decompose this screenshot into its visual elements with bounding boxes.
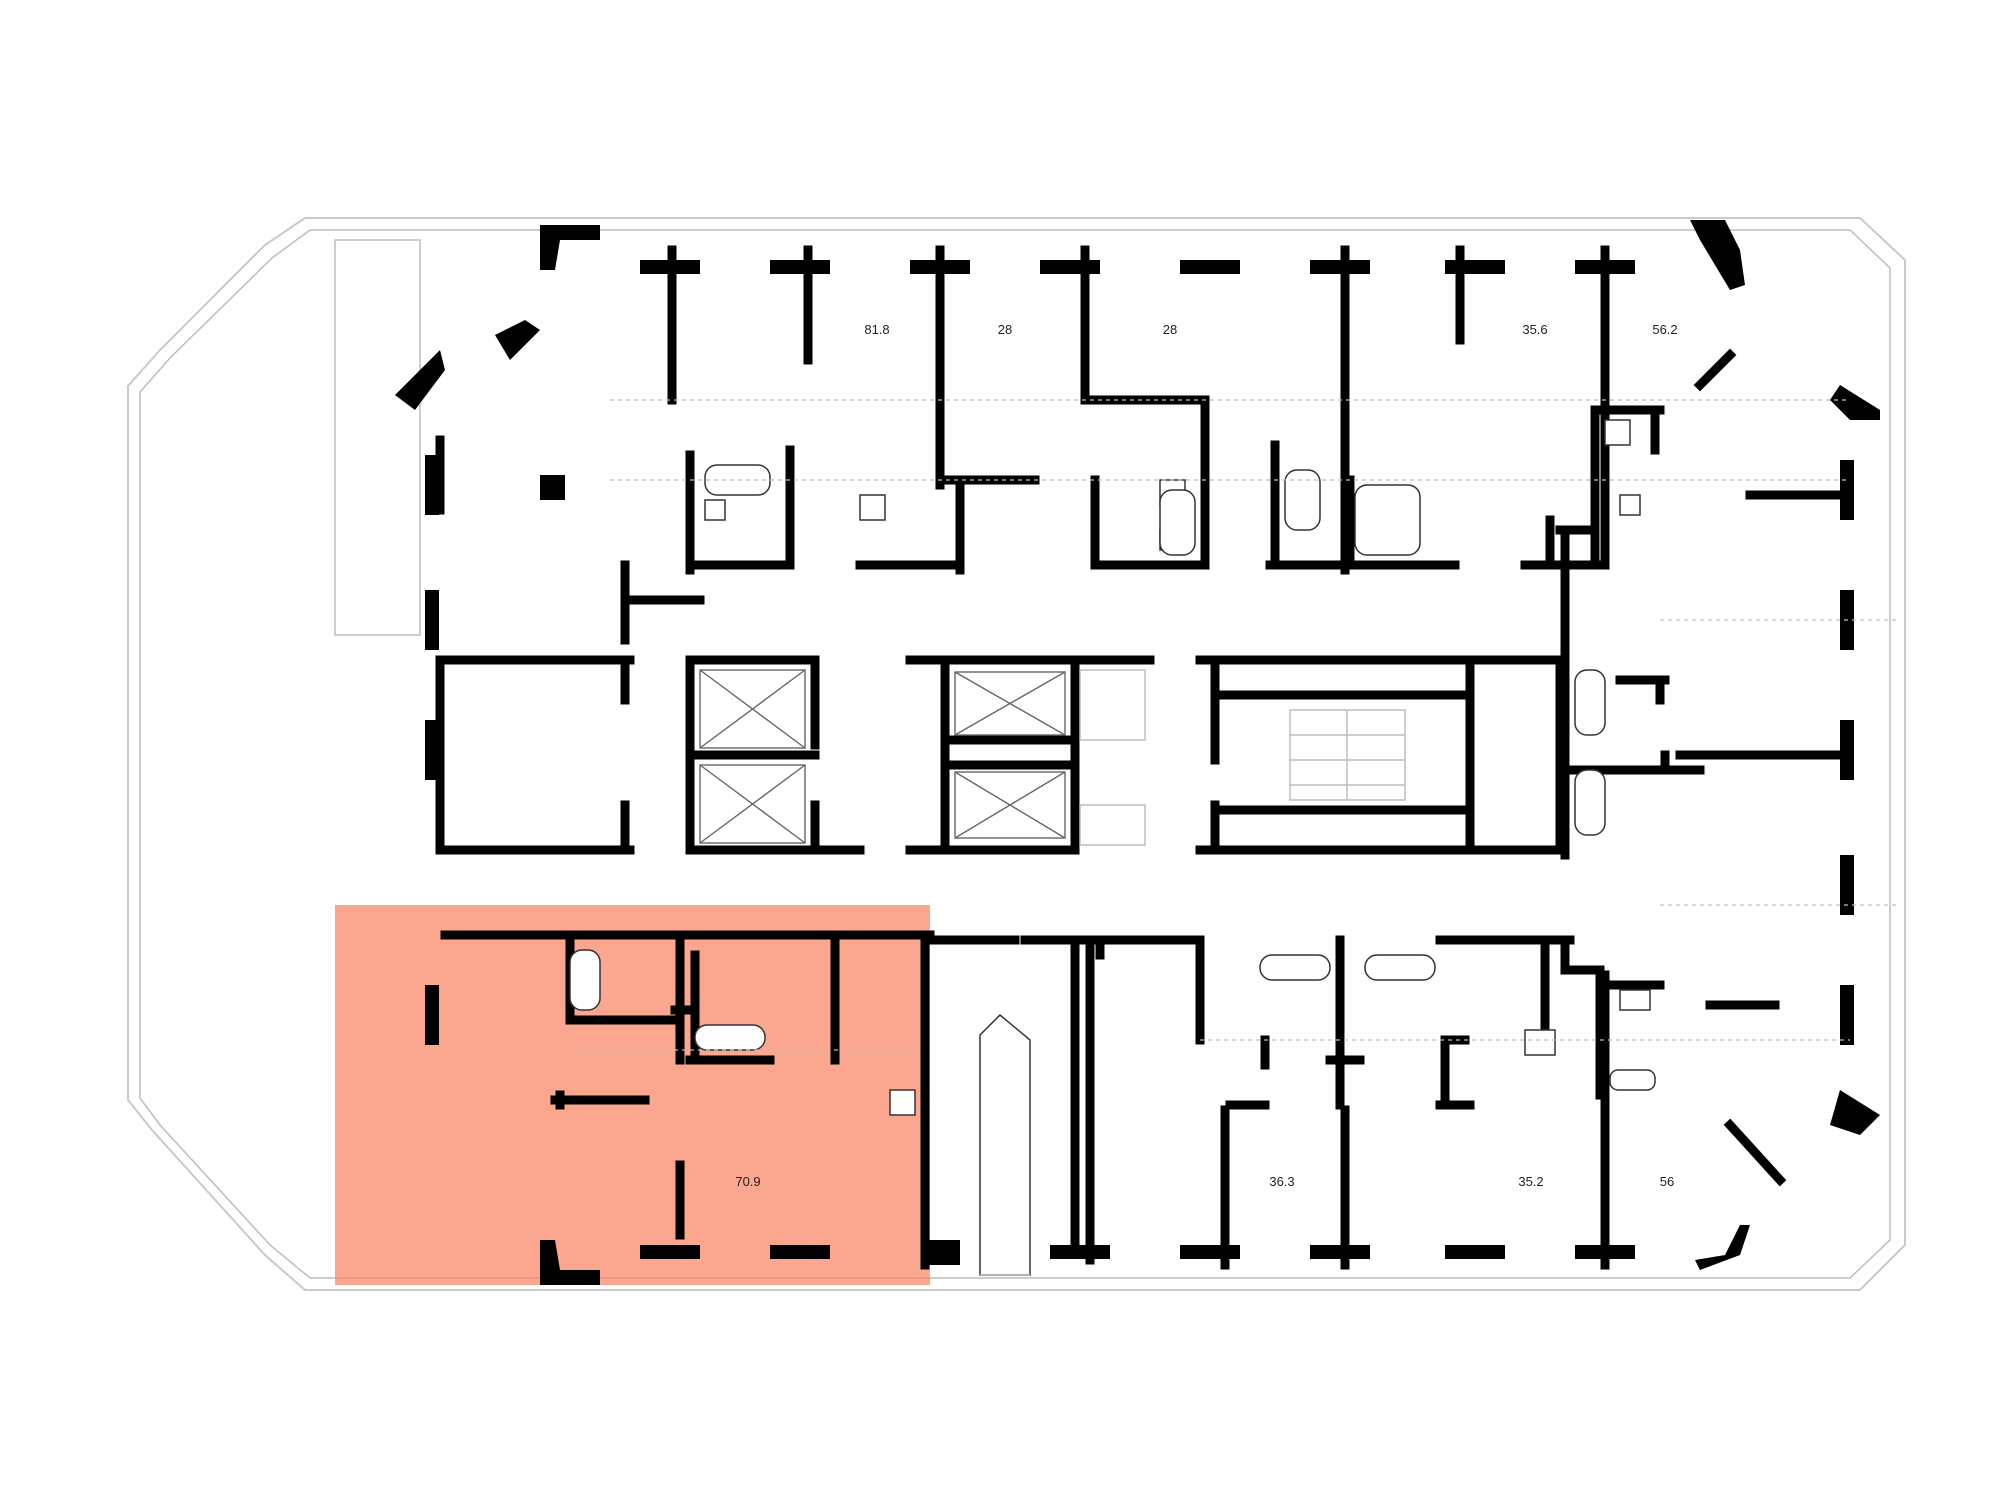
facade-pier: [1050, 1245, 1110, 1259]
facade-pier: [1445, 1245, 1505, 1259]
facade-pier: [1575, 260, 1635, 274]
terrace-outline: [334, 239, 421, 636]
facade-pier: [1840, 985, 1854, 1045]
facade-pier: [640, 260, 700, 274]
building-outline: [127, 217, 1906, 1291]
facade-pier: [1840, 855, 1854, 915]
facade-pier: [425, 985, 439, 1045]
facade-pier: [1575, 1245, 1635, 1259]
unit-area-56-2[interactable]: 56.2: [1652, 322, 1677, 337]
area-labels: 81.8 28 28 35.6 56.2 70.9 36.3 35.2 56: [735, 322, 1677, 1189]
facade-pier: [770, 1245, 830, 1259]
unit-area-81-8[interactable]: 81.8: [864, 322, 889, 337]
bathroom-fixtures: [569, 419, 1656, 1116]
corner-pier: [1830, 1090, 1880, 1135]
facade-pier: [425, 590, 439, 650]
top-row-walls: [435, 245, 1845, 860]
unit-area-35-2[interactable]: 35.2: [1518, 1174, 1543, 1189]
corner-pier: [1690, 220, 1745, 290]
facade-pier: [1840, 720, 1854, 780]
facade-pier: [425, 455, 439, 515]
facade-pier: [1180, 260, 1240, 274]
facade-pier: [1840, 460, 1854, 520]
corner-pier: [1830, 385, 1880, 420]
facade-pier: [1445, 260, 1505, 274]
unit-area-70-9[interactable]: 70.9: [735, 1174, 760, 1189]
corner-pier: [395, 350, 445, 410]
corner-pier: [1695, 1225, 1750, 1270]
unit-area-36-3[interactable]: 36.3: [1269, 1174, 1294, 1189]
corner-pier: [495, 320, 540, 360]
unit-area-35-6[interactable]: 35.6: [1522, 322, 1547, 337]
dashed-lines: [570, 399, 1900, 1051]
highlighted-unit-overlay[interactable]: [335, 905, 930, 1285]
facade-pier: [910, 260, 970, 274]
unit-area-28-b[interactable]: 28: [1163, 322, 1177, 337]
facade-pier: [770, 260, 830, 274]
facade-pier: [1180, 1245, 1240, 1259]
facade-piers: [395, 220, 1880, 1285]
facade-pier: [1310, 1245, 1370, 1259]
facade-pier: [1310, 260, 1370, 274]
unit-area-56[interactable]: 56: [1660, 1174, 1674, 1189]
corner-pier: [540, 225, 600, 270]
unit-area-28-a[interactable]: 28: [998, 322, 1012, 337]
corner-pier: [540, 1240, 600, 1285]
facade-pier: [425, 720, 439, 780]
bottom-row-walls: [440, 930, 1787, 1270]
facade-pier: [640, 1245, 700, 1259]
facade-pier: [1040, 260, 1100, 274]
bottom-core-stair: [979, 1013, 1031, 1276]
core-walls: [435, 655, 1565, 855]
